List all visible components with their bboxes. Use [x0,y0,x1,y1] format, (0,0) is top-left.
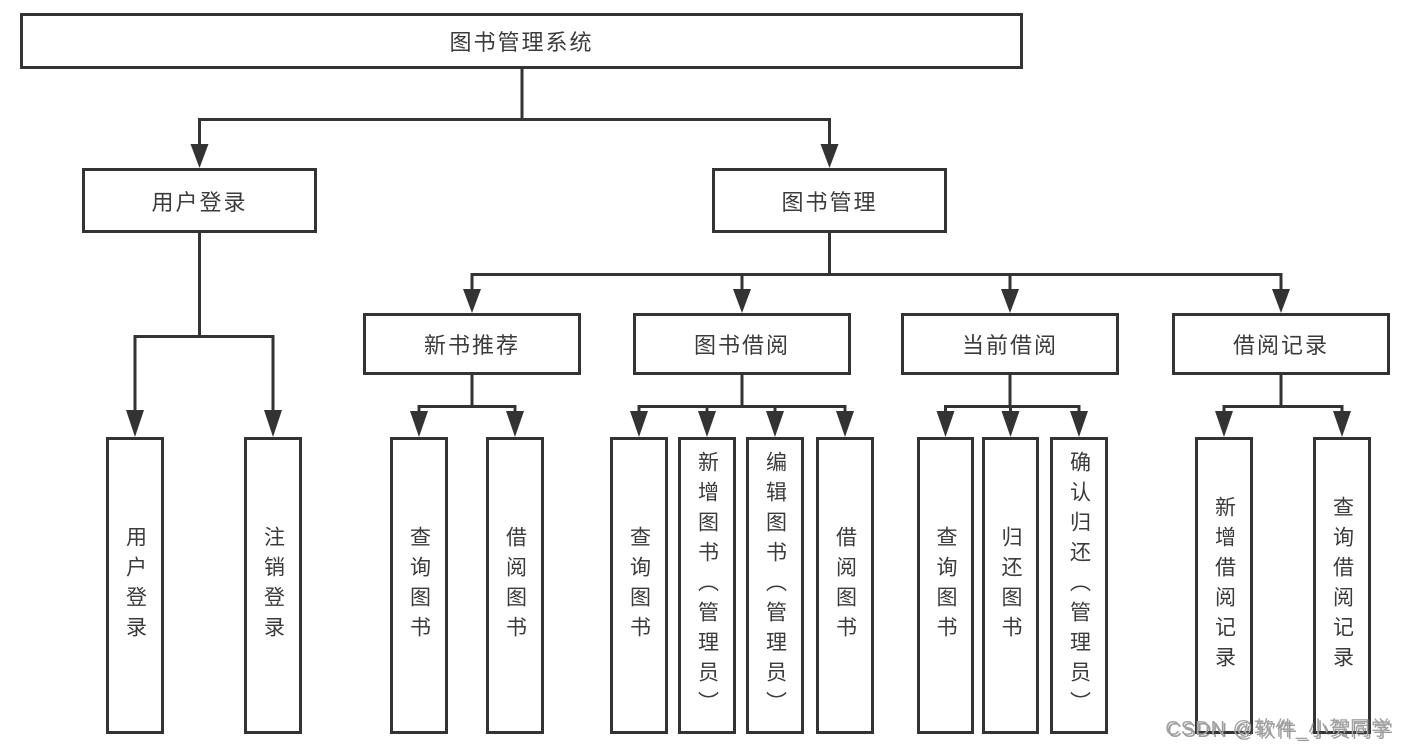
leaf-query-books-borrow-label: 查询图书 [627,525,651,646]
leaf-return-books-label: 归还图书 [999,525,1022,646]
leaf-borrow-books-recommend-label: 借阅图书 [503,525,527,646]
leaf-query-borrow-record: 查询借阅记录 [1313,437,1371,734]
leaf-borrow-books-borrow-label: 借阅图书 [833,525,857,646]
node-library-system: 图书管理系统 [20,13,1023,69]
node-current-borrowing-label: 当前借阅 [961,333,1058,358]
leaf-edit-books-admin: 编辑图书（管理员） [746,437,804,734]
csdn-watermark: CSDN @软件_小贺同学 [1165,718,1392,740]
leaf-user-login-label: 用户登录 [123,525,147,646]
node-user-login-label: 用户登录 [151,189,248,215]
node-book-management-label: 图书管理 [781,189,878,215]
leaf-query-books-recommend-label: 查询图书 [407,525,431,646]
node-new-book-recommend-label: 新书推荐 [423,333,520,358]
leaf-confirm-return-admin: 确认归还（管理员） [1050,437,1108,734]
node-book-management: 图书管理 [712,168,947,233]
node-book-borrowing: 图书借阅 [633,313,851,375]
node-user-login: 用户登录 [82,168,317,233]
leaf-logout-login-label: 注销登录 [261,525,285,646]
leaf-query-borrow-record-label: 查询借阅记录 [1330,495,1354,676]
node-current-borrowing: 当前借阅 [901,313,1119,375]
leaf-confirm-return-admin-label: 确认归还（管理员） [1067,450,1091,721]
leaf-edit-books-admin-label: 编辑图书（管理员） [763,450,787,721]
node-borrowing-records: 借阅记录 [1172,313,1390,375]
leaf-borrow-books-borrow: 借阅图书 [816,437,874,734]
leaf-borrow-books-recommend: 借阅图书 [486,437,544,734]
leaf-add-borrow-record-label: 新增借阅记录 [1212,495,1236,676]
node-new-book-recommend: 新书推荐 [363,313,581,375]
wire-segments [133,69,1344,414]
leaf-add-books-admin-label: 新增图书（管理员） [695,450,719,721]
leaf-user-login: 用户登录 [106,437,164,734]
leaf-add-books-admin: 新增图书（管理员） [678,437,736,734]
leaf-query-books-borrow: 查询图书 [610,437,668,734]
leaf-query-books-current: 查询图书 [917,437,974,734]
leaf-add-borrow-record: 新增借阅记录 [1195,437,1253,734]
node-book-borrowing-label: 图书借阅 [693,333,790,358]
leaf-return-books: 归还图书 [982,437,1039,734]
leaf-query-books-recommend: 查询图书 [390,437,448,734]
leaf-logout-login: 注销登录 [244,437,302,734]
node-library-system-label: 图书管理系统 [449,30,594,55]
leaf-query-books-current-label: 查询图书 [934,525,957,646]
node-borrowing-records-label: 借阅记录 [1232,333,1329,358]
arrowheads [126,144,1351,437]
